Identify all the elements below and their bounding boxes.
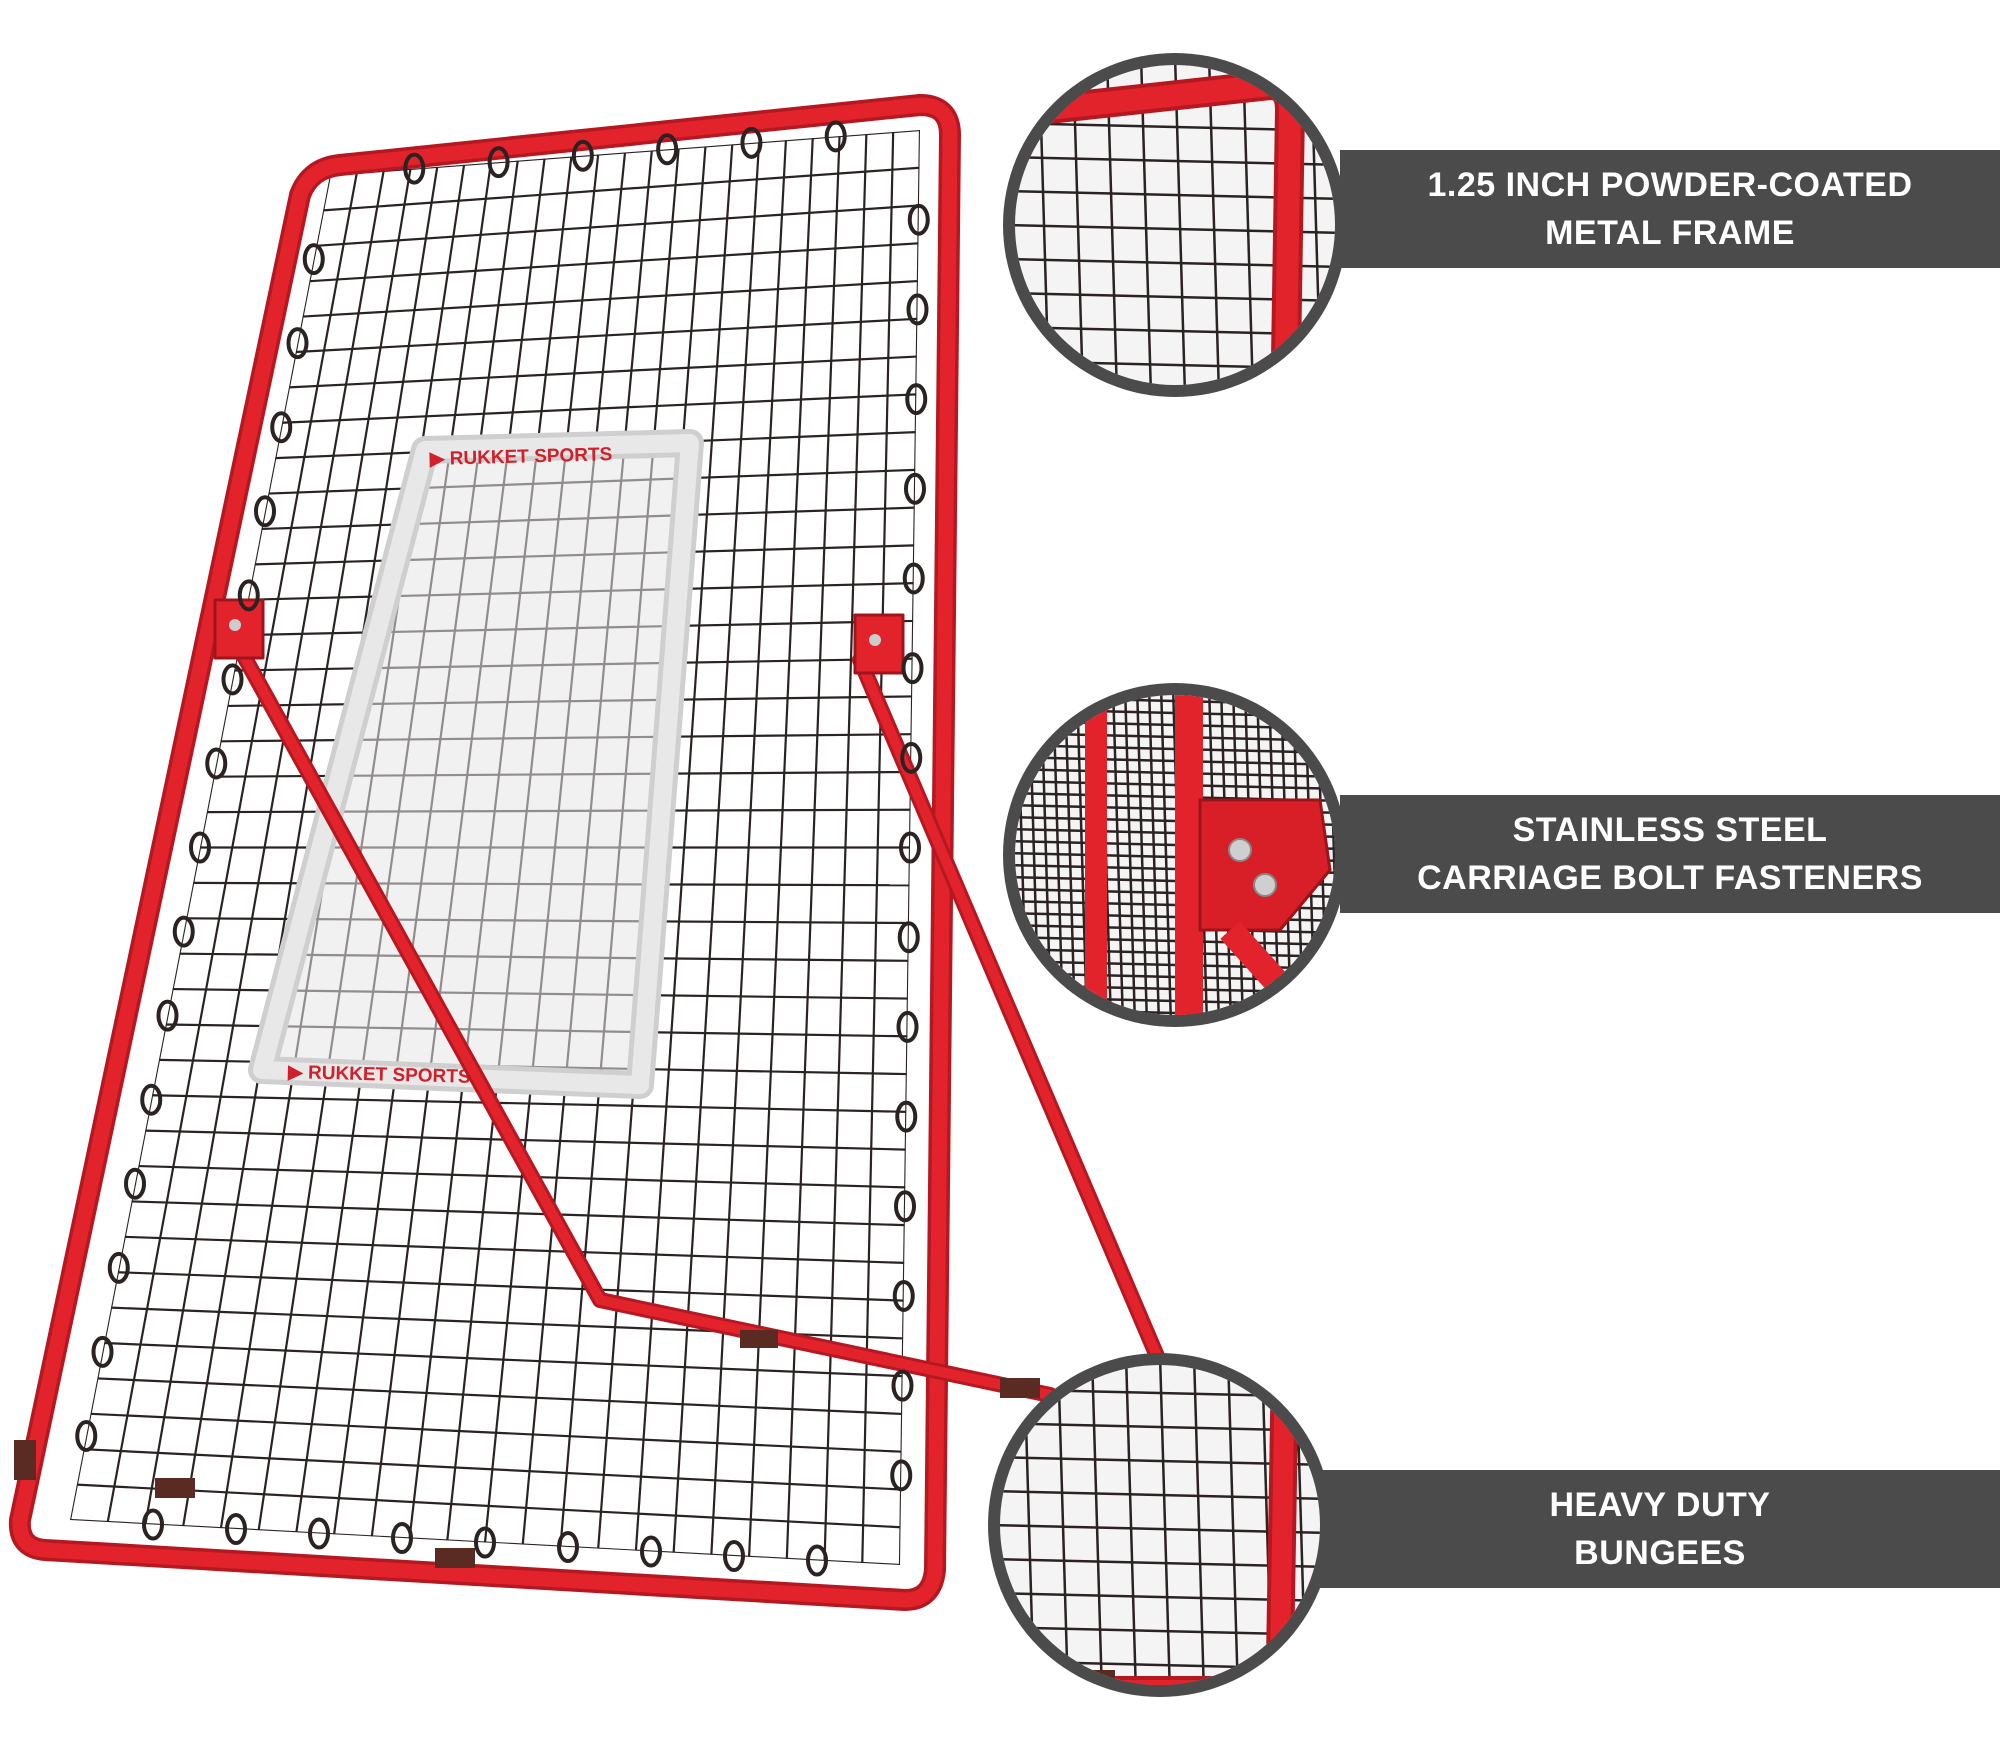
feature-bungees-line1: HEAVY DUTY [1549,1486,1771,1524]
closeup-bungee [988,1353,1332,1697]
feature-bolts-line2: CARRIAGE BOLT FASTENERS [1417,859,1923,897]
feature-text-frame: 1.25 INCH POWDER-COATED METAL FRAME [1427,161,1912,257]
logo-mark-icon: ▶ [287,1062,305,1083]
closeup-frame [1003,53,1347,397]
feature-frame-line2: METAL FRAME [1545,214,1795,252]
feature-text-bungees: HEAVY DUTY BUNGEES [1549,1481,1770,1577]
metal-frame [8,94,1188,1611]
logo-mark-icon: ▶ [429,449,447,470]
closeup-bolt [1003,683,1347,1027]
feature-text-bolts: STAINLESS STEEL CARRIAGE BOLT FASTENERS [1417,806,1923,902]
feature-banner-frame: 1.25 INCH POWDER-COATED METAL FRAME [1340,150,2000,268]
logo-bottom: ▶ RUKKET SPORTS [287,1062,471,1088]
feature-bolts-line1: STAINLESS STEEL [1512,811,1828,849]
logo-top: ▶ RUKKET SPORTS [429,444,613,470]
feature-banner-bolts: STAINLESS STEEL CARRIAGE BOLT FASTENERS [1340,795,2000,913]
feature-frame-line1: 1.25 INCH POWDER-COATED [1427,166,1913,204]
feature-banner-bungees: HEAVY DUTY BUNGEES [1320,1470,2000,1588]
feature-bungees-line2: BUNGEES [1574,1534,1746,1572]
target-zone [248,429,704,1099]
